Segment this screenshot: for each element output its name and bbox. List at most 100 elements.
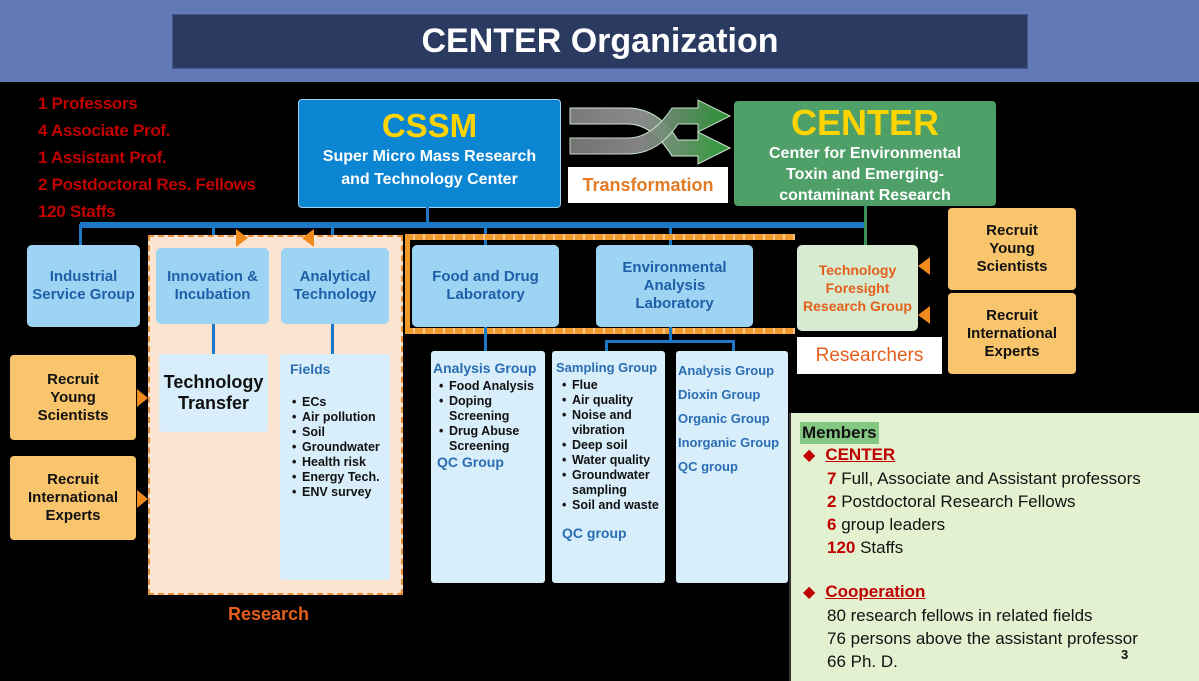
diamond-bullet-icon: ◆ (803, 584, 816, 601)
members-panel: Members ◆ CENTER 7 Full, Associate and As… (789, 413, 1199, 681)
food-analysis-group-box: Analysis Group Food Analysis Doping Scre… (431, 351, 545, 583)
transformation-arrows-icon (569, 99, 732, 165)
cooperation-row: 66 Ph. D. (827, 652, 898, 671)
environmental-groups-box: Analysis Group Dioxin Group Organic Grou… (676, 351, 788, 583)
org-connector-line (80, 222, 867, 228)
env-group-item: Analysis Group (678, 363, 775, 378)
innovation-incubation: Innovation & Incubation (156, 248, 269, 324)
dotted-border (405, 234, 795, 240)
cssm-stats: 1 Professors 4 Associate Prof. 1 Assista… (38, 90, 256, 225)
technology-foresight-research-group: Technology Foresight Research Group (797, 245, 918, 331)
recruit-international-experts-left: Recruit International Experts (10, 456, 136, 540)
arrow-right-icon (137, 490, 148, 508)
stat-row: 4 Associate Prof. (38, 121, 171, 140)
list-item: Air quality (560, 393, 661, 408)
arrow-right-icon (137, 389, 148, 407)
recruit-young-scientists-left: Recruit Young Scientists (10, 355, 136, 440)
center-box: CENTER Center for Environmental Toxin an… (734, 101, 996, 206)
list-item: Soil and waste (560, 498, 661, 513)
list-item: ENV survey (290, 485, 380, 500)
analytical-technology: Analytical Technology (281, 248, 389, 324)
cooperation-row: 80 research fellows in related fields (827, 606, 1093, 625)
connector (484, 327, 487, 351)
connector (732, 340, 735, 351)
connector (331, 324, 334, 354)
list-item: Flue (560, 378, 661, 393)
dotted-border (405, 328, 795, 334)
cssm-line1: Super Micro Mass Research (322, 148, 537, 165)
analysis-group-title: Analysis Group (433, 360, 537, 376)
arrow-left-icon (302, 229, 314, 247)
researchers-label: Researchers (797, 337, 942, 374)
recruit-young-scientists-right: Recruit Young Scientists (948, 208, 1076, 290)
fields-title: Fields (290, 361, 331, 377)
connector (79, 224, 82, 246)
industrial-service-group: Industrial Service Group (27, 245, 140, 327)
page-number: 3 (1121, 647, 1129, 662)
cooperation-row: 76 persons above the assistant professor (827, 629, 1138, 648)
sampling-group-box: Sampling Group Flue Air quality Noise an… (552, 351, 665, 583)
stat-row: 1 Assistant Prof. (38, 148, 167, 167)
connector (864, 205, 867, 247)
food-drug-laboratory: Food and Drug Laboratory (412, 245, 559, 327)
connector (605, 340, 735, 343)
env-group-item: Inorganic Group (678, 435, 780, 450)
arrow-left-icon (918, 306, 930, 324)
research-label: Research (228, 604, 310, 624)
fields-box: Fields ECs Air pollution Soil Groundwate… (280, 354, 390, 580)
member-row: 6 group leaders (827, 515, 946, 534)
food-analysis-list: Food Analysis Doping Screening Drug Abus… (433, 379, 543, 454)
list-item: Groundwater (290, 440, 380, 455)
member-row: 2 Postdoctoral Research Fellows (827, 492, 1076, 511)
cssm-name: CSSM (381, 107, 478, 144)
page-title: CENTER Organization (172, 14, 1028, 69)
dotted-border (405, 234, 410, 334)
list-item: Soil (290, 425, 380, 440)
connector (669, 327, 672, 341)
center-name: CENTER (790, 102, 939, 143)
member-row: 7 Full, Associate and Assistant professo… (827, 469, 1141, 488)
connector (212, 324, 215, 354)
cssm-box: CSSM Super Micro Mass Research and Techn… (298, 99, 561, 208)
center-members-title: CENTER (825, 445, 896, 464)
list-item: Doping Screening (437, 394, 543, 424)
list-item: Health risk (290, 455, 380, 470)
center-line2: Toxin and Emerging- (786, 166, 944, 183)
list-item: Noise and vibration (560, 408, 661, 438)
stat-row: 120 Staffs (38, 202, 116, 221)
arrow-right-icon (236, 229, 248, 247)
env-group-item: Dioxin Group (678, 387, 761, 402)
sampling-list: Flue Air quality Noise and vibration Dee… (556, 378, 661, 513)
environmental-analysis-laboratory: Environmental Analysis Laboratory (596, 245, 753, 327)
list-item: Air pollution (290, 410, 380, 425)
list-item: Drug Abuse Screening (437, 424, 543, 454)
recruit-international-experts-right: Recruit International Experts (948, 293, 1076, 374)
list-item: Groundwater sampling (560, 468, 661, 498)
env-group-item: QC group (678, 459, 738, 474)
transformation-label: Transformation (568, 167, 728, 203)
list-item: Deep soil (560, 438, 661, 453)
qc-group-title: QC group (562, 525, 627, 541)
sampling-group-title: Sampling Group (556, 360, 658, 375)
center-members-section: ◆ CENTER 7 Full, Associate and Assistant … (803, 443, 1141, 559)
members-header: Members (800, 422, 879, 444)
env-group-item: Organic Group (678, 411, 770, 426)
connector (605, 340, 608, 351)
list-item: Energy Tech. (290, 470, 380, 485)
cssm-line2: and Technology Center (341, 171, 518, 188)
technology-transfer: Technology Transfer (159, 354, 268, 432)
qc-group-title: QC Group (437, 454, 504, 470)
member-row: 120 Staffs (827, 538, 904, 557)
connector (426, 207, 429, 224)
fields-list: ECs Air pollution Soil Groundwater Healt… (290, 395, 380, 500)
stat-row: 1 Professors (38, 94, 138, 113)
stat-row: 2 Postdoctoral Res. Fellows (38, 175, 256, 194)
center-line3: contaminant Research (779, 187, 951, 204)
list-item: ECs (290, 395, 380, 410)
arrow-left-icon (918, 257, 930, 275)
cooperation-title: Cooperation (825, 582, 926, 601)
cooperation-section: ◆ Cooperation 80 research fellows in rela… (803, 580, 1138, 673)
list-item: Food Analysis (437, 379, 543, 394)
list-item: Water quality (560, 453, 661, 468)
diamond-bullet-icon: ◆ (803, 447, 816, 464)
